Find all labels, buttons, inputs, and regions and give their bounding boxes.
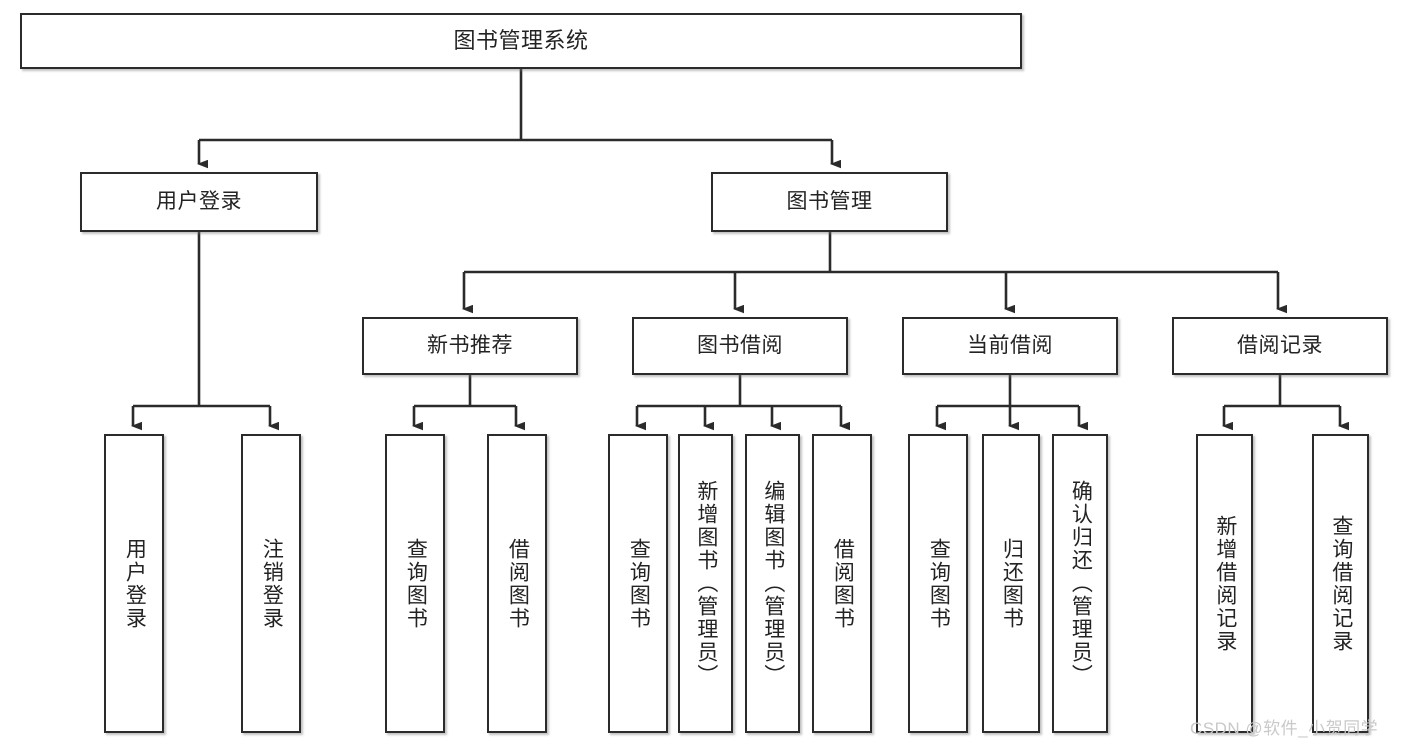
leaf-confirm-return-admin-label: 确认归还（管理员） — [1069, 480, 1093, 687]
leaf-add-borrow-record-label: 新增借阅记录 — [1213, 514, 1237, 653]
leaf-return-book[interactable]: 归还图书 — [982, 434, 1040, 733]
leaf-borrow-book-borrow-label: 借阅图书 — [831, 537, 855, 630]
node-user-login[interactable]: 用户登录 — [80, 172, 318, 232]
leaf-query-book-borrow-label: 查询图书 — [627, 537, 651, 630]
leaf-query-book-rec-label: 查询图书 — [404, 537, 428, 630]
node-current-borrow-label: 当前借阅 — [967, 333, 1053, 357]
leaf-query-book-current[interactable]: 查询图书 — [908, 434, 968, 733]
leaf-query-book-borrow[interactable]: 查询图书 — [608, 434, 668, 733]
leaf-borrow-book-borrow[interactable]: 借阅图书 — [812, 434, 872, 733]
csdn-watermark: CSDN @软件_小贺同学 — [1190, 719, 1379, 738]
leaf-query-book-current-label: 查询图书 — [927, 537, 951, 630]
leaf-query-book-rec[interactable]: 查询图书 — [385, 434, 445, 733]
node-root-label: 图书管理系统 — [453, 28, 589, 54]
leaf-user-login[interactable]: 用户登录 — [104, 434, 164, 733]
leaf-edit-book-admin-label: 编辑图书（管理员） — [761, 480, 785, 687]
leaf-logout-login-label: 注销登录 — [260, 537, 284, 630]
leaf-return-book-label: 归还图书 — [1000, 537, 1024, 630]
node-new-book-recommend-label: 新书推荐 — [427, 333, 513, 357]
leaf-borrow-book-rec-label: 借阅图书 — [506, 537, 530, 630]
leaf-edit-book-admin[interactable]: 编辑图书（管理员） — [745, 434, 800, 733]
node-book-management[interactable]: 图书管理 — [711, 172, 948, 232]
leaf-confirm-return-admin[interactable]: 确认归还（管理员） — [1052, 434, 1108, 733]
node-root[interactable]: 图书管理系统 — [20, 13, 1022, 69]
leaf-add-book-admin[interactable]: 新增图书（管理员） — [678, 434, 733, 733]
leaf-query-borrow-record-label: 查询借阅记录 — [1329, 514, 1353, 653]
node-new-book-recommend[interactable]: 新书推荐 — [362, 317, 578, 375]
node-current-borrow[interactable]: 当前借阅 — [902, 317, 1118, 375]
leaf-add-book-admin-label: 新增图书（管理员） — [694, 480, 718, 687]
leaf-add-borrow-record[interactable]: 新增借阅记录 — [1196, 434, 1253, 733]
node-book-borrow-label: 图书借阅 — [697, 333, 783, 357]
leaf-user-login-label: 用户登录 — [123, 537, 147, 630]
node-user-login-label: 用户登录 — [156, 189, 242, 213]
leaf-logout-login[interactable]: 注销登录 — [241, 434, 301, 733]
leaf-borrow-book-rec[interactable]: 借阅图书 — [487, 434, 547, 733]
node-book-management-label: 图书管理 — [786, 189, 873, 213]
node-borrow-record-label: 借阅记录 — [1237, 333, 1323, 357]
node-borrow-record[interactable]: 借阅记录 — [1172, 317, 1388, 375]
leaf-query-borrow-record[interactable]: 查询借阅记录 — [1312, 434, 1369, 733]
node-book-borrow[interactable]: 图书借阅 — [632, 317, 848, 375]
